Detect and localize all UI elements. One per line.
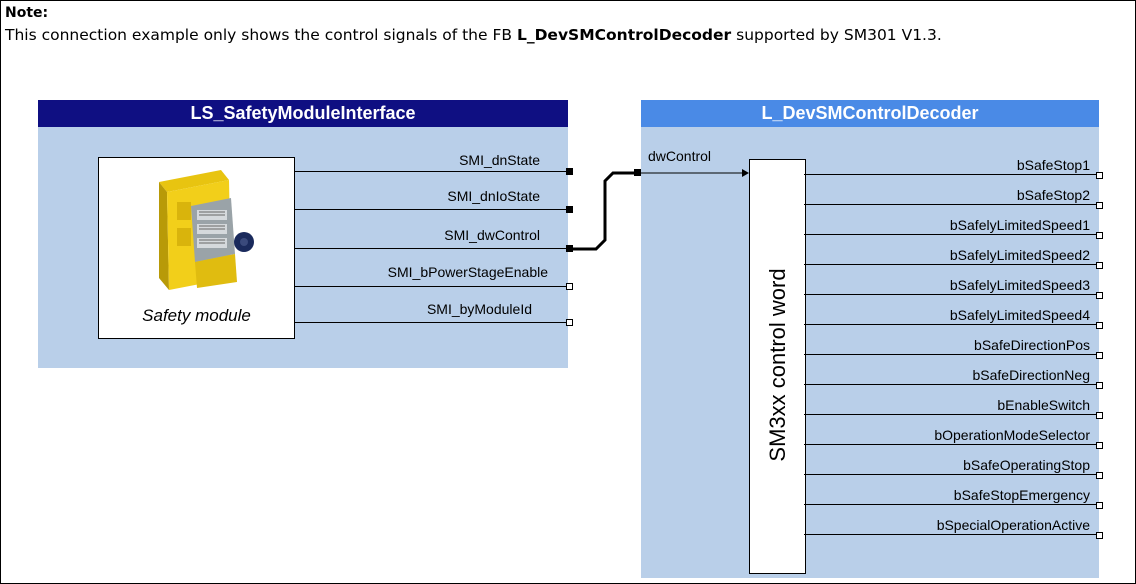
wire-bsafedirectionneg [804, 384, 1099, 385]
wire-bspecialoperationactive [804, 534, 1099, 535]
wire-bsafestop1 [804, 174, 1099, 175]
terminal-smi-dniostate[interactable] [566, 206, 573, 213]
wire-smi-dwcontrol [294, 248, 568, 249]
note-text-after: supported by SM301 V1.3. [731, 26, 942, 44]
wire-smi-bymoduleid [294, 322, 568, 323]
control-word-label: SM3xx control word [765, 268, 790, 462]
terminal-bsafelylimitedspeed2[interactable] [1096, 262, 1103, 269]
ls-safety-module-interface-title: LS_SafetyModuleInterface [38, 100, 568, 127]
wire-smi-dniostate [294, 209, 568, 210]
terminal-bsafelylimitedspeed3[interactable] [1096, 292, 1103, 299]
pin-bsafeoperatingstop: bSafeOperatingStop [963, 457, 1090, 473]
wire-bsafelylimitedspeed3 [804, 294, 1099, 295]
wire-bsafeoperatingstop [804, 474, 1099, 475]
wire-bsafelylimitedspeed2 [804, 264, 1099, 265]
terminal-smi-bpowerstageenable[interactable] [566, 283, 573, 290]
wire-bsafelylimitedspeed1 [804, 234, 1099, 235]
terminal-bsafestopemergency[interactable] [1096, 502, 1103, 509]
note-text-before: This connection example only shows the c… [5, 26, 517, 44]
safety-module-box: Safety module [98, 157, 295, 339]
pin-benableswitch: bEnableSwitch [997, 397, 1090, 413]
terminal-bspecialoperationactive[interactable] [1096, 532, 1103, 539]
terminal-smi-bymoduleid[interactable] [566, 319, 573, 326]
pin-smi-dniostate: SMI_dnIoState [447, 188, 540, 204]
pin-bsafestopemergency: bSafeStopEmergency [953, 487, 1090, 503]
pin-boperationmodeselector: bOperationModeSelector [934, 427, 1090, 443]
terminal-boperationmodeselector[interactable] [1096, 442, 1103, 449]
note-title: Note: [5, 5, 49, 21]
pin-bspecialoperationactive: bSpecialOperationActive [936, 517, 1090, 533]
terminal-bsafestop1[interactable] [1096, 172, 1103, 179]
pin-bsafelylimitedspeed2: bSafelyLimitedSpeed2 [949, 247, 1090, 263]
pin-bsafestop1: bSafeStop1 [1016, 157, 1090, 173]
terminal-smi-dwcontrol[interactable] [566, 245, 573, 252]
note-text: This connection example only shows the c… [5, 25, 1125, 46]
terminal-smi-dnstate[interactable] [566, 168, 573, 175]
safety-module-caption: Safety module [142, 306, 251, 325]
pin-dwcontrol: dwControl [648, 148, 712, 164]
l-dev-sm-control-decoder-title: L_DevSMControlDecoder [641, 100, 1099, 127]
pin-bsafelylimitedspeed1: bSafelyLimitedSpeed1 [949, 217, 1090, 233]
wire-smi-bpowerstageenable [294, 286, 568, 287]
control-word-box: SM3xx control word [749, 159, 806, 574]
ls-safety-module-interface-block: LS_SafetyModuleInterface Safety module [38, 100, 568, 368]
pin-smi-bpowerstageenable: SMI_bPowerStageEnable [387, 264, 548, 280]
pin-smi-dnstate: SMI_dnState [459, 152, 540, 168]
terminal-bsafedirectionneg[interactable] [1096, 382, 1103, 389]
wire-bsafedirectionpos [804, 354, 1099, 355]
pin-bsafelylimitedspeed4: bSafelyLimitedSpeed4 [949, 307, 1090, 323]
wire-smi-dnstate [294, 171, 568, 172]
wire-boperationmodeselector [804, 444, 1099, 445]
pin-bsafelylimitedspeed3: bSafelyLimitedSpeed3 [949, 277, 1090, 293]
pin-smi-bymoduleid: SMI_byModuleId [426, 301, 532, 317]
safety-module-device-icon [159, 170, 254, 290]
note-fb-name: L_DevSMControlDecoder [516, 26, 732, 44]
l-dev-sm-control-decoder-block: L_DevSMControlDecoder [641, 100, 1099, 578]
wire-benableswitch [804, 414, 1099, 415]
wire-bsafelylimitedspeed4 [804, 324, 1099, 325]
terminal-benableswitch[interactable] [1096, 412, 1103, 419]
pin-smi-dwcontrol: SMI_dwControl [444, 227, 540, 243]
terminal-bsafelylimitedspeed4[interactable] [1096, 322, 1103, 329]
terminal-bsafeoperatingstop[interactable] [1096, 472, 1103, 479]
wire-bsafestop2 [804, 204, 1099, 205]
pin-bsafestop2: bSafeStop2 [1016, 187, 1090, 203]
pin-bsafedirectionneg: bSafeDirectionNeg [972, 367, 1090, 383]
terminal-bsafestop2[interactable] [1096, 202, 1103, 209]
terminal-bsafedirectionpos[interactable] [1096, 352, 1103, 359]
pin-bsafedirectionpos: bSafeDirectionPos [974, 337, 1090, 353]
wire-bsafestopemergency [804, 504, 1099, 505]
terminal-bsafelylimitedspeed1[interactable] [1096, 232, 1103, 239]
